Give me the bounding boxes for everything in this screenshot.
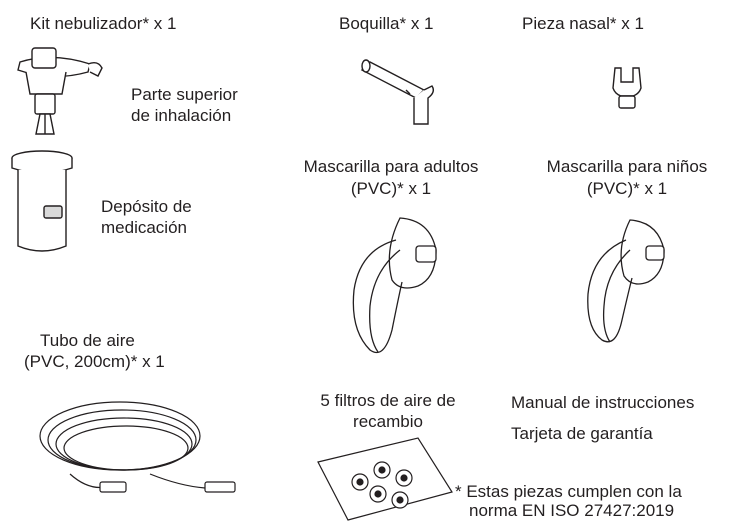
child-mask-label-1: Mascarilla para niños — [546, 157, 708, 176]
child-mask-illustration — [572, 210, 682, 365]
inhalation-top-illustration — [2, 42, 112, 147]
filters-label-2: recambio — [353, 412, 423, 431]
inhalation-top-label-2: de inhalación — [131, 106, 232, 125]
tube-label-1: Tubo de aire — [40, 331, 135, 350]
kit-title: Kit nebulizador* x 1 — [30, 14, 177, 33]
manual-label: Manual de instrucciones — [511, 393, 695, 412]
standard-note-2: norma EN ISO 27427:2019 — [469, 501, 675, 520]
tube-label-2: (PVC, 200cm)* x 1 — [24, 352, 165, 371]
warranty-label: Tarjeta de garantía — [511, 424, 653, 443]
nasal-piece-illustration — [609, 60, 645, 117]
adult-mask-label-2: (PVC)* x 1 — [350, 179, 432, 198]
reservoir-label-1: Depósito de — [101, 197, 192, 216]
nasal-label: Pieza nasal* x 1 — [522, 14, 644, 33]
child-mask-label-2: (PVC)* x 1 — [586, 179, 668, 198]
filters-label-1: 5 filtros de aire de — [320, 391, 456, 410]
air-tube-illustration — [30, 394, 250, 519]
adult-mask-label-1: Mascarilla para adultos — [303, 157, 479, 176]
reservoir-label-2: medicación — [101, 218, 187, 237]
adult-mask-illustration — [340, 210, 450, 365]
mouthpiece-label: Boquilla* x 1 — [339, 14, 434, 33]
medication-reservoir-illustration — [4, 148, 84, 263]
air-filters-illustration — [308, 432, 458, 529]
mouthpiece-illustration — [358, 58, 448, 135]
inhalation-top-label-1: Parte superior — [131, 85, 238, 104]
standard-note-1: * Estas piezas cumplen con la — [455, 482, 682, 501]
